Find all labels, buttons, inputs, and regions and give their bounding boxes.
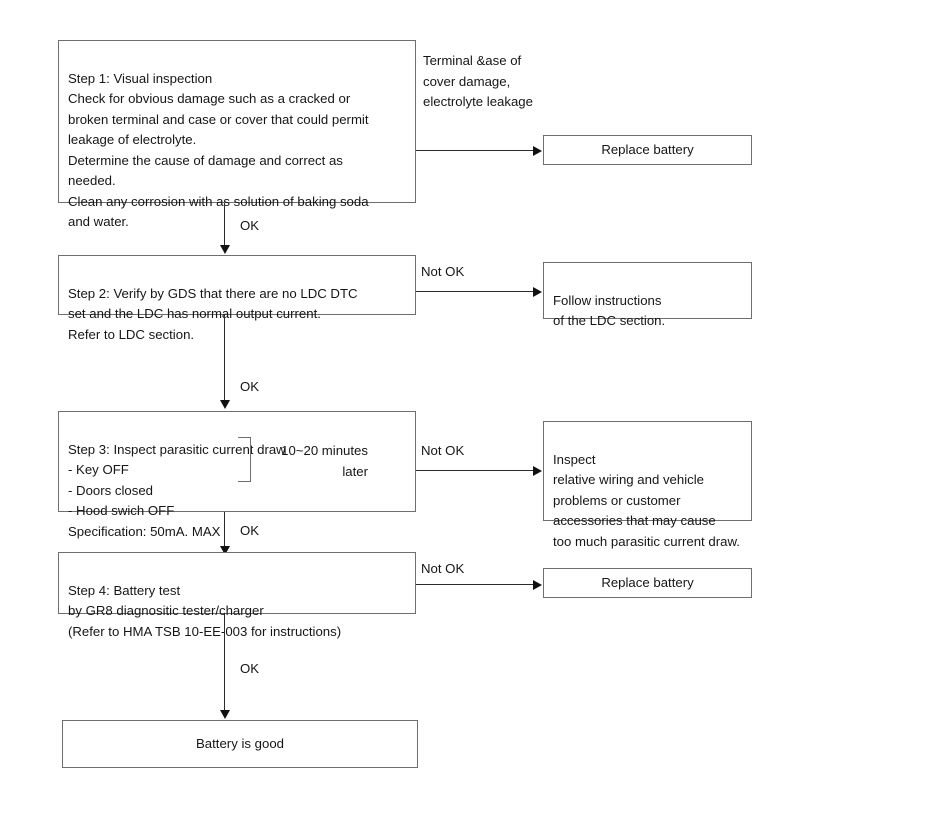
connector-step3-to-step4 bbox=[224, 512, 225, 552]
edge-label-ok-3: OK bbox=[240, 523, 260, 538]
inspect-wiring-text: Inspect relative wiring and vehicle prob… bbox=[553, 451, 740, 549]
wait-time-note: 10~20 minutes later bbox=[281, 443, 368, 479]
edge-label-not-ok-4: Not OK bbox=[421, 561, 465, 576]
step3-text: Step 3: Inspect parasitic current draw -… bbox=[68, 441, 286, 539]
edge-label-ok-2: OK bbox=[240, 379, 260, 394]
grouping-bracket-icon bbox=[238, 437, 251, 482]
arrow-step2-to-ldc-icon bbox=[533, 287, 542, 297]
arrow-step3-to-step4-icon bbox=[220, 546, 230, 555]
connector-step2-to-ldc bbox=[416, 291, 534, 292]
replace-battery-box-2[interactable]: Replace battery bbox=[543, 568, 752, 598]
step2-box[interactable]: Step 2: Verify by GDS that there are no … bbox=[58, 255, 416, 342]
edge-label-not-ok-3: Not OK bbox=[421, 443, 465, 458]
battery-good-box[interactable]: Battery is good bbox=[62, 720, 418, 768]
replace-battery-text-2: Replace battery bbox=[601, 574, 694, 590]
arrow-step2-to-step3-icon bbox=[220, 400, 230, 409]
edge-label-not-ok-2: Not OK bbox=[421, 264, 465, 279]
battery-good-text: Battery is good bbox=[196, 735, 284, 751]
connector-step4-to-terminal bbox=[224, 614, 225, 714]
edge-label-ok-1: OK bbox=[240, 218, 260, 233]
inspect-wiring-box[interactable]: Inspect relative wiring and vehicle prob… bbox=[543, 421, 752, 549]
edge-label-ok-4: OK bbox=[240, 661, 260, 676]
connector-step1-to-replace bbox=[416, 150, 534, 151]
replace-battery-box-1[interactable]: Replace battery bbox=[543, 135, 752, 165]
connector-step2-to-step3 bbox=[224, 315, 225, 405]
arrow-step4-to-replace-icon bbox=[533, 580, 542, 590]
step4-box[interactable]: Step 4: Battery test by GR8 diagnositic … bbox=[58, 552, 416, 639]
connector-step4-to-replace bbox=[416, 584, 534, 585]
step4-text: Step 4: Battery test by GR8 diagnositic … bbox=[68, 582, 342, 639]
follow-ldc-instructions-box[interactable]: Follow instructions of the LDC section. bbox=[543, 262, 752, 328]
connector-step3-to-inspect bbox=[416, 470, 534, 471]
arrow-step1-to-replace-icon bbox=[533, 146, 542, 156]
step2-text: Step 2: Verify by GDS that there are no … bbox=[68, 285, 358, 342]
arrow-step1-to-step2-icon bbox=[220, 245, 230, 254]
connector-step1-to-step2 bbox=[224, 203, 225, 247]
replace-battery-text-1: Replace battery bbox=[601, 141, 694, 157]
step1-text: Step 1: Visual inspection Check for obvi… bbox=[68, 70, 369, 230]
step3-box[interactable]: Step 3: Inspect parasitic current draw -… bbox=[58, 411, 416, 539]
step1-box[interactable]: Step 1: Visual inspection Check for obvi… bbox=[58, 40, 416, 229]
arrow-step4-to-terminal-icon bbox=[220, 710, 230, 719]
damage-condition-note: Terminal &ase of cover damage, electroly… bbox=[423, 53, 533, 109]
follow-ldc-instructions-text: Follow instructions of the LDC section. bbox=[553, 292, 666, 329]
arrow-step3-to-inspect-icon bbox=[533, 466, 542, 476]
